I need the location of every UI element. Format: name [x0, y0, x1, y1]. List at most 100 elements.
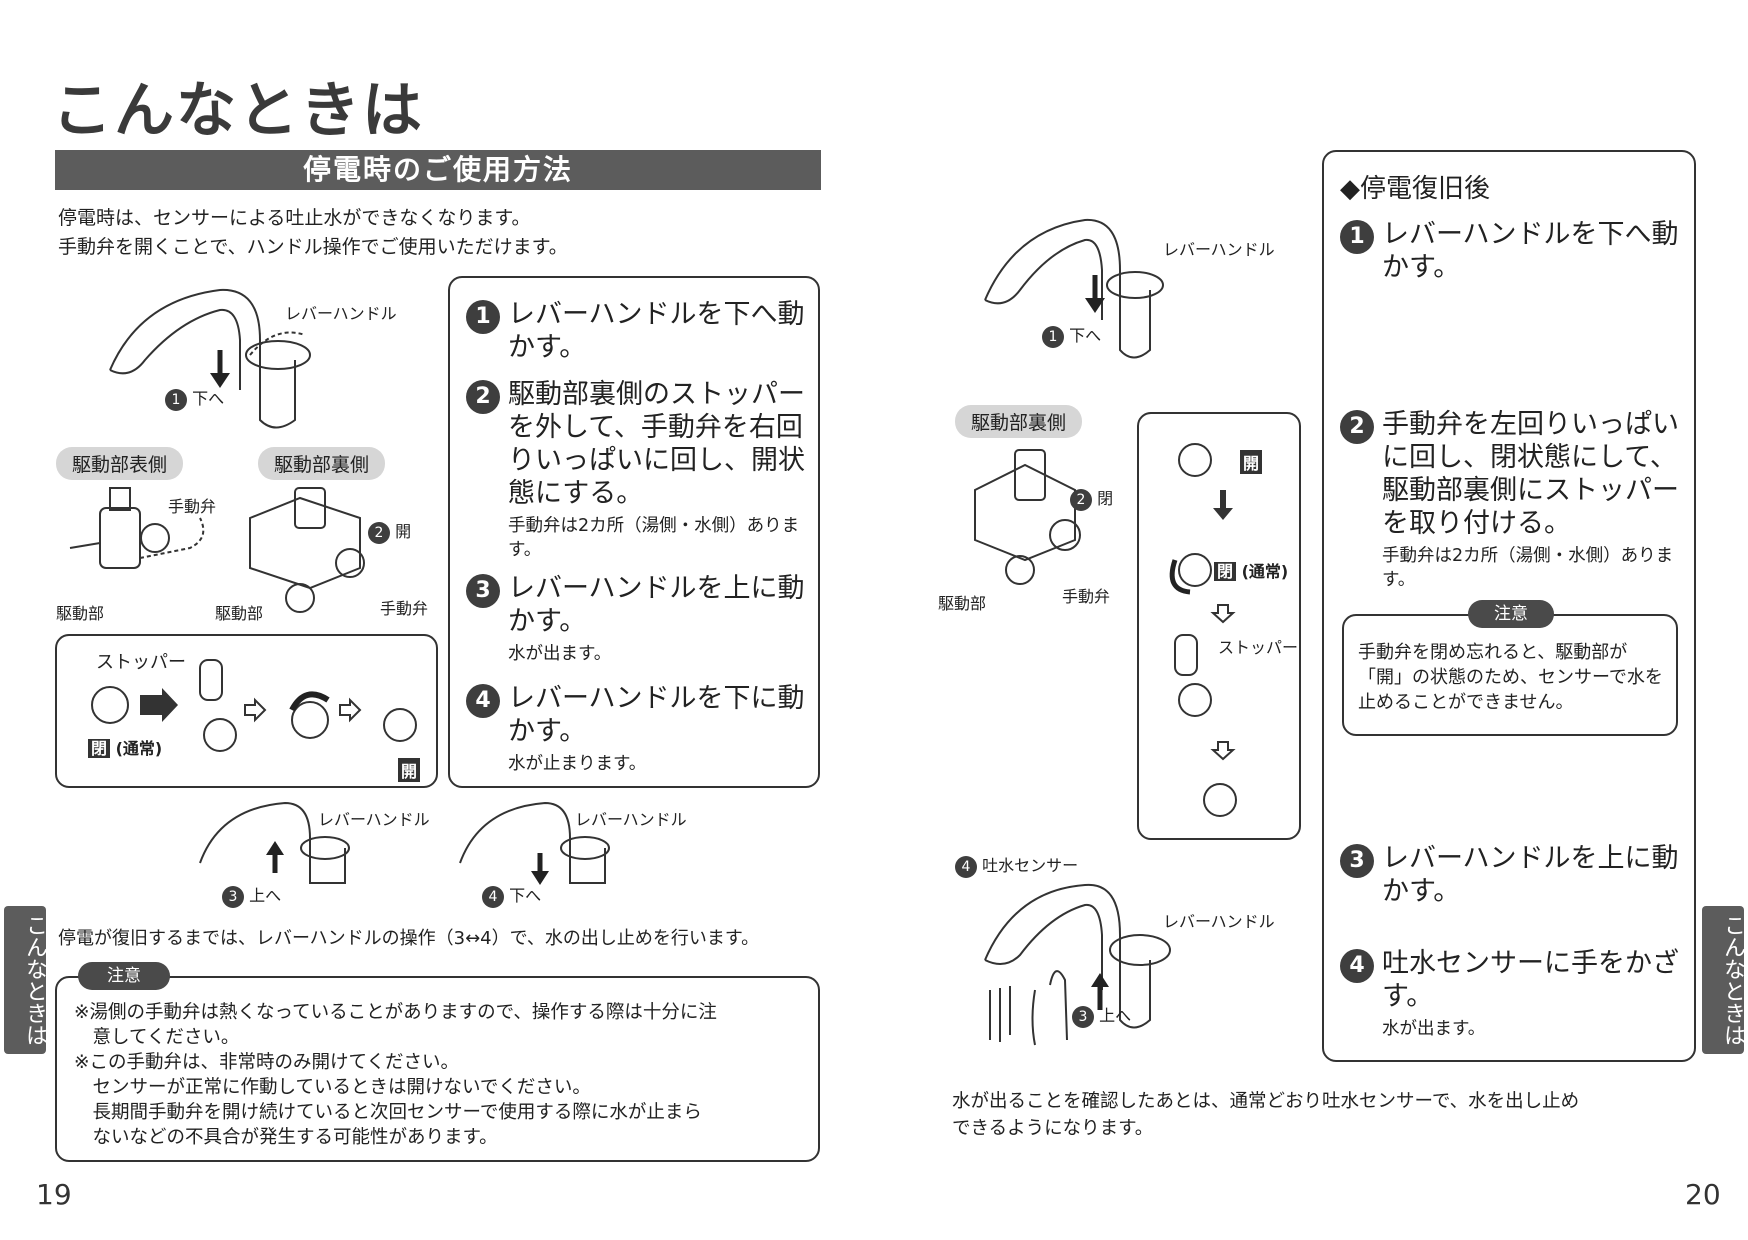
- page-title: こんなときは: [52, 76, 424, 146]
- caution-tab: 注意: [1468, 600, 1554, 628]
- right-footer-text: 水が出ることを確認したあとは、通常どおり吐水センサーで、水を出し止め できるよう…: [952, 1088, 1579, 1142]
- down-text: 下へ: [192, 389, 225, 408]
- step-number: 4: [466, 684, 500, 718]
- step-note: 手動弁は2カ所（湯側・水側）あります。: [508, 516, 800, 560]
- step-note: 手動弁は2カ所（湯側・水側）あります。: [1382, 546, 1674, 590]
- down-text: 下へ: [509, 886, 542, 905]
- side-tab-left: こんなときは: [4, 906, 47, 1054]
- open-text: 開: [395, 522, 412, 541]
- step-text: レバーハンドルを上に動かす。: [1382, 843, 1679, 907]
- caution-line: ないなどの不具合が発生する可能性があります。: [74, 1127, 498, 1148]
- step-number: 3: [466, 574, 500, 608]
- drive-unit-label: 駆動部: [56, 604, 105, 623]
- drive-unit-label: 駆動部: [215, 604, 264, 623]
- step-badge: 2: [1070, 488, 1092, 511]
- left-step-1: 1 レバーハンドルを下へ動かす。: [466, 298, 806, 364]
- left-footer-text: 停電が復旧するまでは、レバーハンドルの操作（3↔4）で、水の出し止めを行います。: [58, 928, 760, 949]
- page-number-right: 20: [1685, 1178, 1721, 1211]
- sensor-label: 4 吐水センサー: [955, 852, 1078, 878]
- right-caution-text: 手動弁を閉め忘れると、駆動部が「開」の状態のため、センサーで水を止めることができ…: [1358, 642, 1663, 713]
- side-tab-right: こんなときは: [1702, 906, 1745, 1054]
- closed-badge: 閉: [1214, 562, 1237, 581]
- step-text: 吐水センサーに手をかざす。: [1382, 948, 1679, 1012]
- page-number-left: 19: [36, 1178, 72, 1211]
- right-caution-box: [1342, 614, 1678, 736]
- back-side-pill: 駆動部裏側: [955, 405, 1083, 438]
- closed-label: 2 閉: [1070, 485, 1113, 511]
- step-number: 1: [1340, 220, 1374, 254]
- closed-normal-label: 閉 (通常): [1214, 558, 1288, 582]
- step-note: 水が出ます。: [1382, 1019, 1486, 1039]
- intro-line: 停電時は、センサーによる吐止水ができなくなります。: [58, 207, 531, 229]
- step-note: 水が出ます。: [508, 644, 612, 664]
- step-text: 手動弁を左回りいっぱいに回し、閉状態にして、駆動部裏側にストッパーを取り付ける。: [1382, 409, 1679, 539]
- step-text: レバーハンドルを下へ動かす。: [508, 299, 805, 363]
- lever-handle-label: レバーハンドル: [1163, 912, 1275, 931]
- step-badge: 3: [222, 885, 244, 908]
- right-step-2: 2 手動弁を左回りいっぱいに回し、閉状態にして、駆動部裏側にストッパーを取り付け…: [1340, 408, 1685, 592]
- open-badge: 開: [398, 758, 421, 782]
- step-badge: 3: [1072, 1005, 1094, 1028]
- right-step-1: 1 レバーハンドルを下へ動かす。: [1340, 218, 1680, 284]
- intro-line: 手動弁を開くことで、ハンドル操作でご使用いただけます。: [58, 236, 568, 258]
- left-steps-box: [448, 276, 820, 788]
- up-text: 上へ: [249, 886, 282, 905]
- step-badge: 4: [482, 885, 504, 908]
- open-badge: 開: [1240, 450, 1263, 474]
- faucet-illustration: [109, 288, 311, 429]
- faucet-up-illustration: [199, 801, 350, 884]
- left-step-2: 2 駆動部裏側のストッパーを外して、手動弁を右回りいっぱいに回し、開状態にする。…: [466, 378, 806, 562]
- caution-line: ※湯側の手動弁は熱くなっていることがありますので、操作する際は十分に注: [74, 1002, 717, 1023]
- closed-normal-label: 閉 (通常): [88, 735, 162, 759]
- drive-unit-front-illustration: [69, 487, 205, 569]
- step-text: レバーハンドルを下に動かす。: [508, 683, 805, 747]
- caution-line: センサーが正常に作動しているときは開けないでください。: [74, 1077, 591, 1098]
- left-caution-text: ※湯側の手動弁は熱くなっていることがありますので、操作する際は十分に注 意してく…: [74, 1000, 717, 1150]
- right-step-4: 4 吐水センサーに手をかざす。 水が出ます。: [1340, 947, 1680, 1041]
- up-text: 上へ: [1099, 1006, 1132, 1025]
- close-procedure-box: [1137, 412, 1301, 840]
- footer-line: できるようになります。: [952, 1118, 1154, 1139]
- drive-unit-label: 駆動部: [938, 594, 987, 613]
- faucet-illustration: [984, 218, 1164, 359]
- lever-handle-label: レバーハンドル: [285, 304, 397, 323]
- stopper-label: ストッパー: [1218, 638, 1299, 657]
- drive-unit-back-illustration: [249, 487, 365, 613]
- stopper-label: ストッパー: [96, 652, 186, 673]
- sensor-text: 吐水センサー: [982, 856, 1079, 875]
- open-label: 2 開: [368, 518, 411, 544]
- normal-text: (通常): [1241, 562, 1289, 581]
- faucet-down-illustration: [459, 801, 610, 885]
- down-label: 1 下へ: [165, 385, 224, 411]
- back-side-pill: 駆動部裏側: [258, 447, 386, 480]
- closed-text: 閉: [1097, 489, 1114, 508]
- down-text: 下へ: [1069, 326, 1102, 345]
- footer-line: 水が出ることを確認したあとは、通常どおり吐水センサーで、水を出し止め: [952, 1091, 1580, 1112]
- manual-valve-label: 手動弁: [168, 497, 217, 516]
- front-side-pill: 駆動部表側: [56, 447, 184, 480]
- step-number: 3: [1340, 844, 1374, 878]
- close-procedure-illustration: [1169, 443, 1237, 817]
- right-step-3: 3 レバーハンドルを上に動かす。: [1340, 842, 1680, 908]
- section-banner: 停電時のご使用方法: [55, 150, 821, 190]
- step-badge: 2: [368, 521, 390, 544]
- up-label: 3 上へ: [222, 882, 281, 908]
- closed-badge: 閉: [88, 739, 111, 758]
- step-number: 1: [466, 300, 500, 334]
- up-label: 3 上へ: [1072, 1002, 1131, 1028]
- step-badge: 4: [955, 855, 977, 878]
- lever-handle-label: レバーハンドル: [575, 810, 687, 829]
- step-text: レバーハンドルを上に動かす。: [508, 573, 805, 637]
- manual-valve-label: 手動弁: [1062, 587, 1111, 606]
- stopper-procedure-box: [55, 634, 438, 788]
- step-text: レバーハンドルを下へ動かす。: [1382, 219, 1679, 283]
- step-number: 2: [466, 380, 500, 414]
- intro-text: 停電時は、センサーによる吐止水ができなくなります。 手動弁を開くことで、ハンドル…: [58, 204, 568, 262]
- left-caution-box: [55, 976, 820, 1162]
- down-label: 4 下へ: [482, 882, 541, 908]
- caution-tab: 注意: [78, 962, 170, 990]
- faucet-sensor-illustration: [984, 883, 1171, 1046]
- step-badge: 1: [1042, 325, 1064, 348]
- stopper-procedure-illustration: [91, 659, 417, 752]
- left-step-3: 3 レバーハンドルを上に動かす。 水が出ます。: [466, 572, 806, 666]
